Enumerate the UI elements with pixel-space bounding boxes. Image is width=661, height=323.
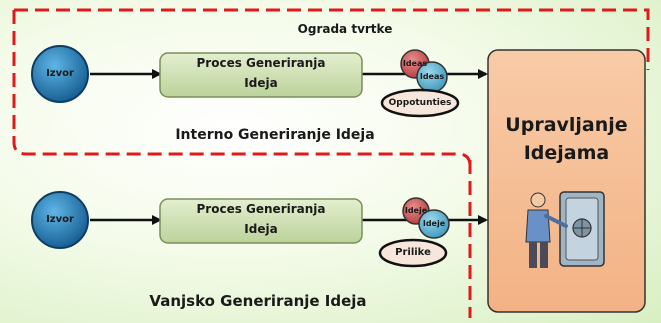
person-at-safe-icon bbox=[525, 191, 605, 268]
idea-management-box bbox=[487, 49, 646, 313]
process-label-external-line2: Ideja bbox=[244, 222, 278, 236]
process-label-internal-line2: Ideja bbox=[244, 76, 278, 90]
process-box-internal bbox=[159, 52, 363, 98]
internal-section-label: Interno Generiranje Ideja bbox=[175, 127, 375, 143]
opportunity-bubble-external-label: Prilike bbox=[395, 247, 431, 258]
process-label-external-line1: Proces Generiranja bbox=[196, 202, 326, 216]
idea-bubble-internal-2-label: Ideas bbox=[419, 72, 445, 81]
idea-bubble-external-1-label: Ideje bbox=[404, 206, 428, 215]
process-label-internal-line1: Proces Generiranja bbox=[196, 56, 326, 70]
company-boundary bbox=[12, 8, 650, 318]
source-label-internal: Izvor bbox=[46, 68, 74, 79]
opportunity-bubble-internal-label: Oppotunties bbox=[388, 98, 452, 108]
process-box-external bbox=[159, 198, 363, 244]
idea-bubble-external-2 bbox=[418, 209, 450, 239]
idea-bubble-internal-1-label: Ideas bbox=[402, 59, 428, 68]
management-title-line1: Upravljanje bbox=[505, 114, 628, 136]
company-boundary-label: Ograda tvrtke bbox=[297, 22, 393, 36]
idea-bubble-external-2-label: Ideje bbox=[422, 219, 446, 228]
opportunity-bubble-internal bbox=[380, 88, 460, 118]
source-node-external bbox=[31, 191, 89, 249]
opportunity-bubble-external bbox=[378, 238, 448, 268]
management-title-line2: Idejama bbox=[523, 142, 610, 164]
external-section-label: Vanjsko Generiranje Ideja bbox=[149, 292, 367, 310]
source-label-external: Izvor bbox=[46, 214, 74, 225]
source-node-internal bbox=[31, 45, 89, 103]
